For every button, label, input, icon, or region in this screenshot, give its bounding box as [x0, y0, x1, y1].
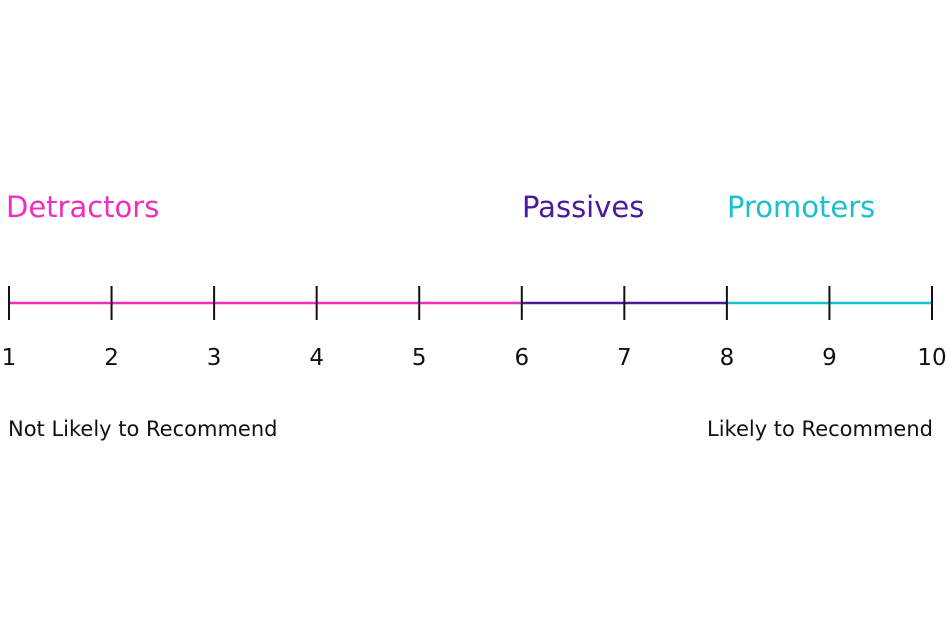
likely-label: Likely to Recommend [707, 417, 933, 441]
tick-label-9: 9 [822, 345, 837, 371]
tick-label-6: 6 [514, 345, 529, 371]
not-likely-label: Not Likely to Recommend [8, 417, 278, 441]
promoters-label: Promoters [727, 190, 876, 224]
tick-label-7: 7 [617, 345, 632, 371]
tick-label-5: 5 [412, 345, 427, 371]
tick-label-4: 4 [309, 345, 324, 371]
tick-label-1: 1 [2, 345, 17, 371]
tick-label-2: 2 [104, 345, 119, 371]
detractors-label: Detractors [6, 190, 160, 224]
tick-label-3: 3 [207, 345, 222, 371]
tick-label-8: 8 [720, 345, 735, 371]
tick-label-10: 10 [917, 345, 946, 371]
passives-label: Passives [522, 190, 645, 224]
